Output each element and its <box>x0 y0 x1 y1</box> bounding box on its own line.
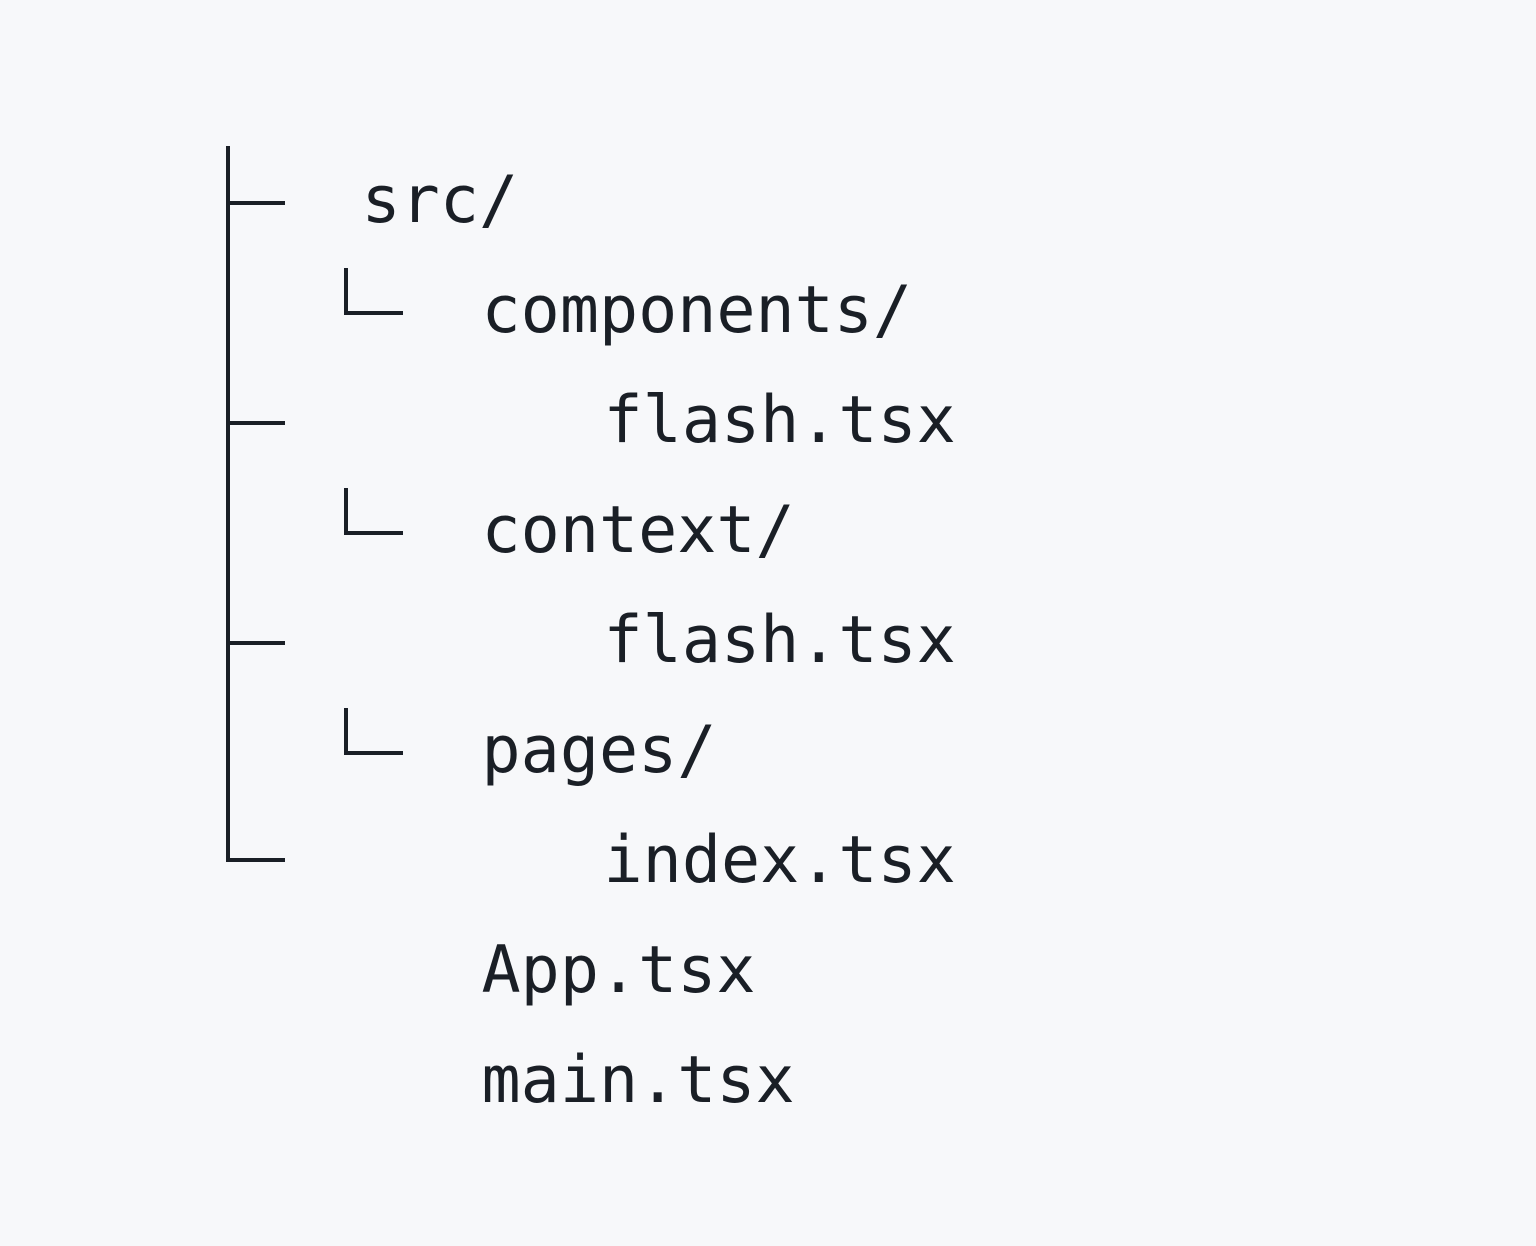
tree-label-pages-index: index.tsx <box>603 823 956 898</box>
tree-label-src: src/ <box>361 163 519 238</box>
tree-label-components-flash: flash.tsx <box>603 383 956 458</box>
file-tree: src/ components/ flash.tsx context/ flas… <box>205 36 956 1118</box>
tree-elbow-line-pages-index <box>344 751 403 755</box>
tree-row-src[interactable]: src/ <box>205 36 519 238</box>
tree-row-components-flash[interactable]: flash.tsx <box>447 256 956 458</box>
tree-row-pages-index[interactable]: index.tsx <box>447 696 956 898</box>
tree-label-app: App.tsx <box>481 933 756 1008</box>
tree-elbow-vertical-components-flash <box>344 268 348 315</box>
tree-elbow-line-components-flash <box>344 311 403 315</box>
tree-branch-line-components <box>226 201 285 205</box>
tree-label-context-flash: flash.tsx <box>603 603 956 678</box>
tree-branch-line-pages <box>226 641 285 645</box>
tree-row-components[interactable]: components/ <box>325 146 912 348</box>
tree-row-context-flash[interactable]: flash.tsx <box>447 476 956 678</box>
tree-row-main[interactable]: main.tsx <box>325 916 795 1118</box>
tree-elbow-line-context-flash <box>344 531 403 535</box>
tree-row-pages[interactable]: pages/ <box>325 586 717 788</box>
tree-elbow-vertical-context-flash <box>344 488 348 535</box>
tree-branch-line-context <box>226 421 285 425</box>
tree-label-context: context/ <box>481 493 795 568</box>
tree-label-main: main.tsx <box>481 1043 795 1118</box>
tree-trunk-line <box>226 146 230 862</box>
tree-label-components: components/ <box>481 273 913 348</box>
tree-row-context[interactable]: context/ <box>325 366 795 568</box>
tree-elbow-vertical-pages-index <box>344 708 348 755</box>
tree-row-app[interactable]: App.tsx <box>325 806 756 1008</box>
tree-corner-line-app <box>226 858 285 862</box>
tree-label-pages: pages/ <box>481 713 717 788</box>
